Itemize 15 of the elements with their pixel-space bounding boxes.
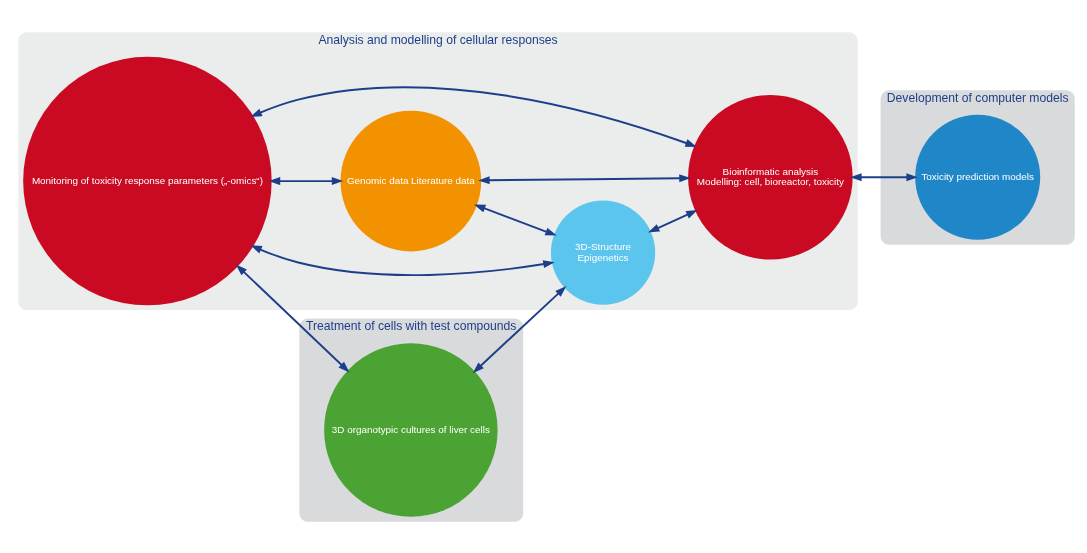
arrow bbox=[250, 85, 697, 147]
node-circle: 3D organotypic cultures of liver cells bbox=[324, 342, 498, 517]
node-circle: 3D-Structure Epigenetics bbox=[550, 200, 656, 305]
node-circle: Genomic data Literature data bbox=[340, 110, 482, 251]
node-circle: Monitoring of toxicity response parameters („-omics“) bbox=[23, 56, 272, 305]
arrow bbox=[648, 209, 698, 233]
arrow bbox=[268, 176, 344, 185]
arrow bbox=[472, 285, 567, 373]
arrow bbox=[250, 244, 555, 276]
arrow bbox=[478, 173, 691, 184]
arrow bbox=[850, 172, 918, 181]
node-circle: Toxicity prediction models bbox=[915, 114, 1041, 240]
node-circle: Bioinformatic analysis Modelling: cell, bioreactor, toxicity bbox=[688, 94, 853, 260]
arrow bbox=[235, 263, 350, 372]
arrow bbox=[474, 204, 557, 236]
